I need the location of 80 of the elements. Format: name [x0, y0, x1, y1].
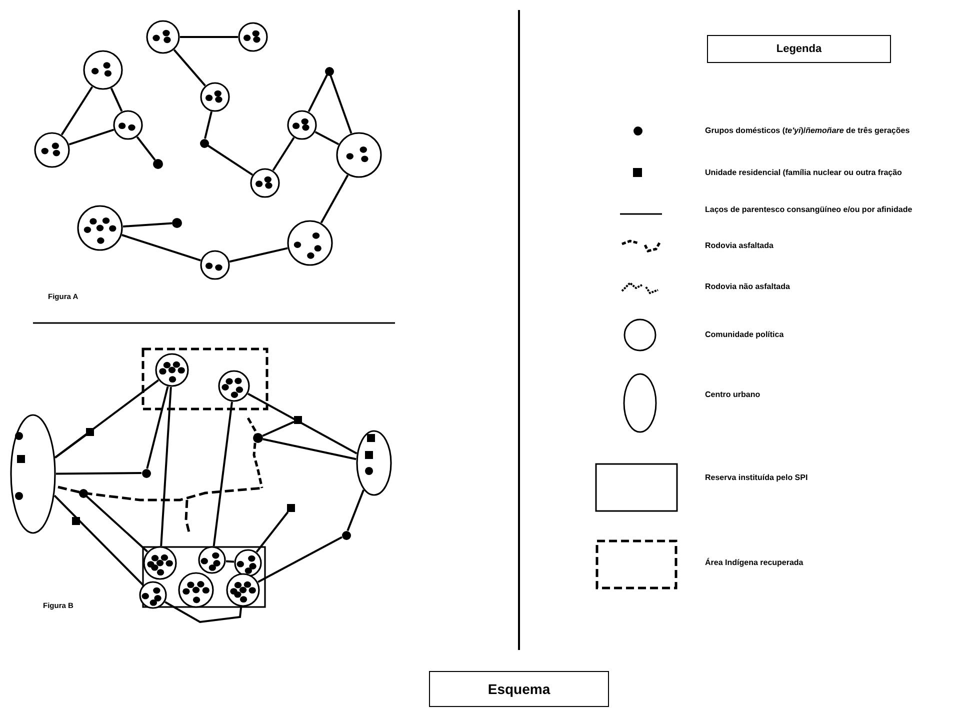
- kinship-line: [54, 494, 144, 586]
- legend-text: Rodovia asfaltada: [705, 241, 774, 251]
- community-circle: [234, 549, 262, 577]
- legend-text: Unidade residencial (família nuclear ou outra fração: [705, 168, 903, 178]
- community-circle: [146, 20, 180, 54]
- household-dot: [324, 66, 334, 76]
- household-dot: [342, 530, 350, 540]
- kinship-line: [122, 234, 201, 262]
- community-circle: [83, 50, 123, 90]
- community-circle: [200, 82, 230, 112]
- kinship-line: [173, 49, 206, 86]
- reserve-box: [142, 546, 266, 608]
- kinship-line: [314, 131, 340, 146]
- kinship-line: [256, 511, 289, 553]
- community-circle: [226, 573, 260, 607]
- kinship-line: [146, 386, 169, 469]
- kinship-line: [136, 136, 156, 161]
- community-circle: [250, 168, 280, 198]
- title-box: [707, 35, 891, 63]
- kinship-line: [346, 490, 365, 532]
- household-dot: [78, 488, 88, 498]
- box-title: Legenda: [776, 43, 822, 55]
- kinship-line: [262, 420, 294, 437]
- kinship-line: [122, 222, 172, 228]
- recovered-area-box: [142, 348, 268, 410]
- legend-text: Rodovia não asfaltada: [705, 282, 791, 292]
- community-circle: [155, 353, 189, 387]
- kinship-line: [248, 392, 358, 454]
- kinship-line: [180, 36, 238, 38]
- community-circle: [200, 250, 230, 280]
- kinship-line: [272, 137, 295, 171]
- residence-square: [287, 504, 295, 512]
- household-dot: [172, 218, 182, 228]
- kinship-line: [54, 379, 159, 458]
- kinship-line: [60, 86, 94, 136]
- kinship-line: [262, 438, 356, 460]
- kinship-line: [160, 386, 172, 546]
- community-circle: [287, 220, 333, 266]
- kinship-line: [330, 74, 352, 134]
- community-circle: [238, 22, 268, 52]
- kinship-line: [320, 174, 349, 224]
- community-circle: [178, 572, 214, 608]
- legend-text: Laços de parentesco consangüíneo e/ou por afinidade: [705, 205, 914, 215]
- kinship-line: [110, 88, 123, 112]
- kinship-line: [212, 402, 233, 546]
- kinship-line: [229, 247, 288, 263]
- kinship-line: [54, 434, 87, 458]
- kinship-line: [164, 601, 242, 624]
- legend-text: Reserva instituída pelo SPI: [705, 473, 809, 483]
- household-dot: [253, 433, 263, 443]
- residence-square: [294, 416, 302, 424]
- household-dot: [200, 138, 208, 148]
- legend-text: Comunidade política: [705, 330, 785, 340]
- household-dot: [142, 468, 150, 478]
- legend-text: Grupos domésticos (te'yi)/ñemoñare de três gerações: [705, 126, 911, 136]
- community-circle: [77, 205, 123, 251]
- legend-text: Centro urbano: [705, 390, 762, 400]
- legend-text: Área Indígena recuperada: [705, 558, 804, 568]
- kinship-line: [308, 74, 328, 112]
- community-circle: [34, 132, 70, 168]
- community-circle: [139, 581, 167, 609]
- residence-square: [86, 428, 94, 436]
- community-circle: [336, 132, 382, 178]
- kinship-line: [226, 560, 234, 563]
- title-box: Esquema: [429, 671, 609, 707]
- residence-square: [72, 517, 80, 525]
- kinship-line: [68, 128, 114, 146]
- community-circle: [113, 110, 143, 140]
- community-circle: [218, 370, 250, 402]
- kinship-line: [207, 144, 254, 176]
- household-dot: [153, 159, 163, 169]
- urban-center-ellipse: [356, 430, 392, 496]
- community-circle: [143, 546, 177, 580]
- community-circle: [198, 546, 226, 574]
- community-circle: [287, 110, 317, 140]
- kinship-line: [86, 495, 148, 552]
- kinship-line: [258, 536, 342, 583]
- urban-center-ellipse: [10, 414, 56, 534]
- kinship-line: [204, 111, 212, 139]
- kinship-line: [56, 472, 142, 475]
